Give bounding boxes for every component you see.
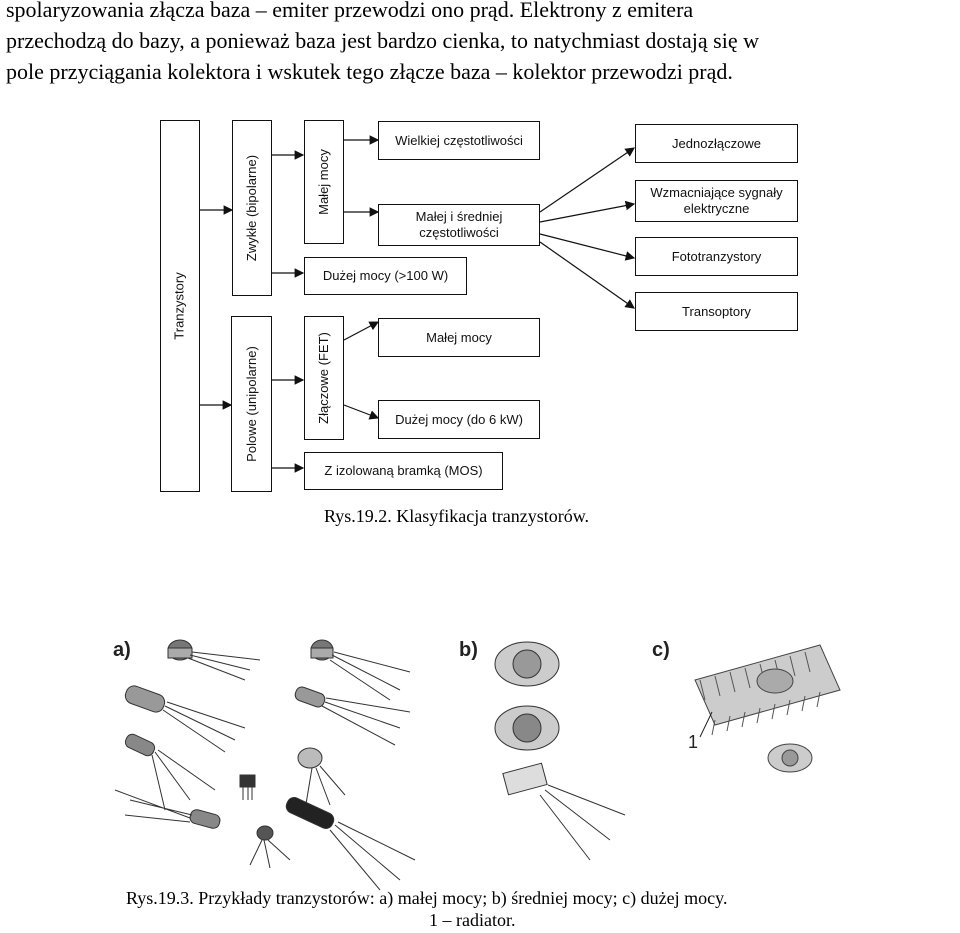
box-bipolar: Zwykłe (bipolarne): [232, 120, 272, 296]
box-amplifying-label: Wzmacniające sygnały elektryczne: [650, 185, 783, 216]
box-single-junction: Jednozłączowe: [635, 124, 798, 163]
box-mos: Z izolowaną bramką (MOS): [304, 452, 503, 490]
box-transoptors-label: Transoptory: [682, 303, 751, 319]
box-amplifying: Wzmacniające sygnały elektryczne: [635, 180, 798, 222]
box-fet: Złączowe (FET): [304, 316, 344, 440]
heatsink-assembly: [694, 644, 841, 773]
box-fet-high-power: Dużej mocy (do 6 kW): [378, 400, 540, 439]
box-phototransistors-label: Fototranzystory: [671, 248, 762, 264]
box-low-power: Małej mocy: [304, 120, 344, 244]
box-fet-low-power-label: Małej mocy: [426, 329, 492, 345]
box-transistors: Tranzystory: [160, 120, 200, 492]
box-high-power-bipolar: Dużej mocy (>100 W): [304, 257, 467, 295]
box-low-mid-freq-label: Małej i średniej częstotliwości: [415, 209, 503, 240]
box-high-freq-label: Wielkiej częstotliwości: [395, 132, 523, 148]
box-unipolar: Polowe (unipolarne): [231, 316, 272, 492]
paragraph-line: spolaryzowania złącza baza – emiter prze…: [6, 0, 694, 22]
photo-label-b: b): [459, 639, 478, 661]
box-fet-low-power: Małej mocy: [378, 318, 540, 357]
photo-label-a: a): [113, 639, 131, 661]
figure-caption-19-3-line1: Rys.19.3. Przykłady tranzystorów: a) mał…: [126, 888, 728, 908]
paragraph-line: przechodzą do bazy, a ponieważ baza jest…: [6, 28, 759, 53]
box-single-junction-label: Jednozłączowe: [672, 135, 761, 151]
box-phototransistors: Fototranzystory: [635, 237, 798, 276]
paragraph-line: pole przyciągania kolektora i wskutek te…: [6, 59, 733, 84]
box-mos-label: Z izolowaną bramką (MOS): [324, 463, 483, 478]
box-low-mid-freq: Małej i średniej częstotliwości: [378, 204, 540, 246]
radiator-number-label: 1: [688, 732, 698, 752]
box-transoptors: Transoptory: [635, 292, 798, 331]
figure-caption-19-3-line2: 1 – radiator.: [429, 910, 516, 930]
box-high-power-bipolar-label: Dużej mocy (>100 W): [322, 268, 449, 283]
small-power-transistors: [114, 639, 416, 891]
body-paragraph: spolaryzowania złącza baza – emiter prze…: [6, 0, 956, 87]
figure-caption-19-2: Rys.19.2. Klasyfikacja tranzystorów.: [324, 506, 590, 526]
medium-power-transistors: [494, 641, 626, 861]
box-high-freq: Wielkiej częstotliwości: [378, 121, 540, 160]
box-fet-high-power-label: Dużej mocy (do 6 kW): [395, 411, 523, 427]
photo-label-c: c): [652, 639, 670, 661]
